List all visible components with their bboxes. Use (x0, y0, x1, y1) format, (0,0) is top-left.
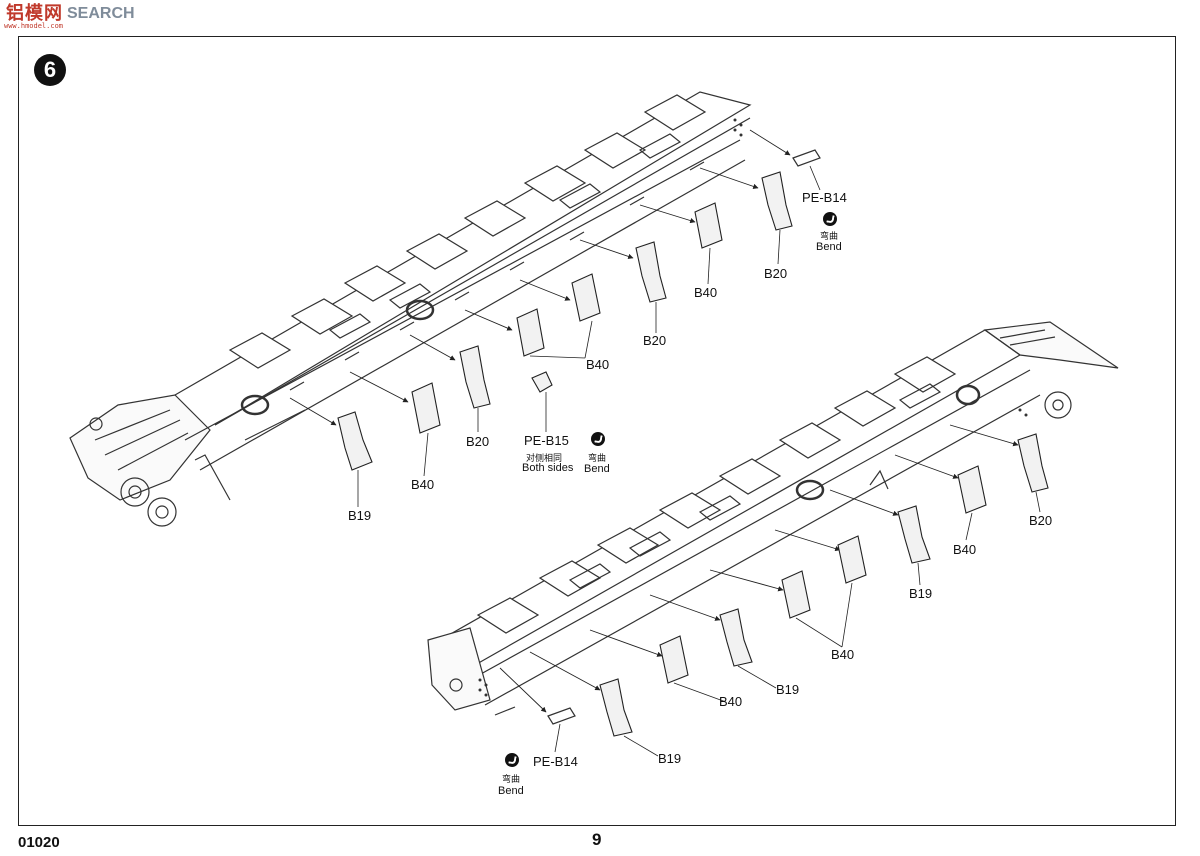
lower-parts (599, 433, 1049, 737)
label-b40-2: B40 (586, 357, 610, 372)
label-pe-b15: PE-B15 (524, 433, 569, 448)
upper-parts (337, 171, 793, 471)
label-b19-2: B19 (909, 586, 933, 601)
label-b40-5: B40 (831, 647, 855, 662)
label-b20-4: B20 (1029, 513, 1053, 528)
label-b20-3: B20 (466, 434, 490, 449)
lower-chassis-frame (427, 321, 1119, 725)
label-b20-1: B20 (764, 266, 788, 281)
label-pe-b14-upper: PE-B14 (802, 190, 847, 205)
watermark-url: www.hmodel.com (4, 22, 64, 30)
label-b40-6: B40 (719, 694, 743, 709)
label-bend-cn-mid: 弯曲 (588, 454, 607, 464)
watermark-search: SEARCH (67, 5, 135, 22)
label-bend-en-upper: Bend (816, 241, 842, 253)
product-code: 01020 (18, 834, 60, 851)
label-b19-1: B19 (348, 508, 372, 523)
step-number-badge: 6 (34, 54, 66, 86)
page-frame (18, 36, 1176, 826)
bend-icon (505, 753, 519, 767)
label-b20-2: B20 (643, 333, 667, 348)
label-b19-3: B19 (776, 682, 800, 697)
bend-icon (823, 212, 837, 226)
label-bend-en-mid: Bend (584, 463, 610, 475)
watermark-logo: 铝模网 (6, 3, 63, 24)
upper-chassis-frame (69, 91, 821, 527)
label-b19-4: B19 (658, 751, 682, 766)
label-both-sides-cn: 对侧相同 (526, 454, 563, 464)
label-bend-cn-lower: 弯曲 (502, 775, 521, 785)
page-number: 9 (592, 830, 602, 849)
label-bend-en-lower: Bend (498, 785, 524, 797)
bend-icon (591, 432, 605, 446)
label-both-sides-en: Both sides (522, 462, 574, 474)
label-b40-1: B40 (694, 285, 718, 300)
label-b40-3: B40 (411, 477, 435, 492)
label-b40-4: B40 (953, 542, 977, 557)
watermark: 铝模网 SEARCH (6, 4, 135, 34)
label-pe-b14-lower: PE-B14 (533, 754, 578, 769)
label-bend-cn-upper: 弯曲 (820, 232, 839, 242)
